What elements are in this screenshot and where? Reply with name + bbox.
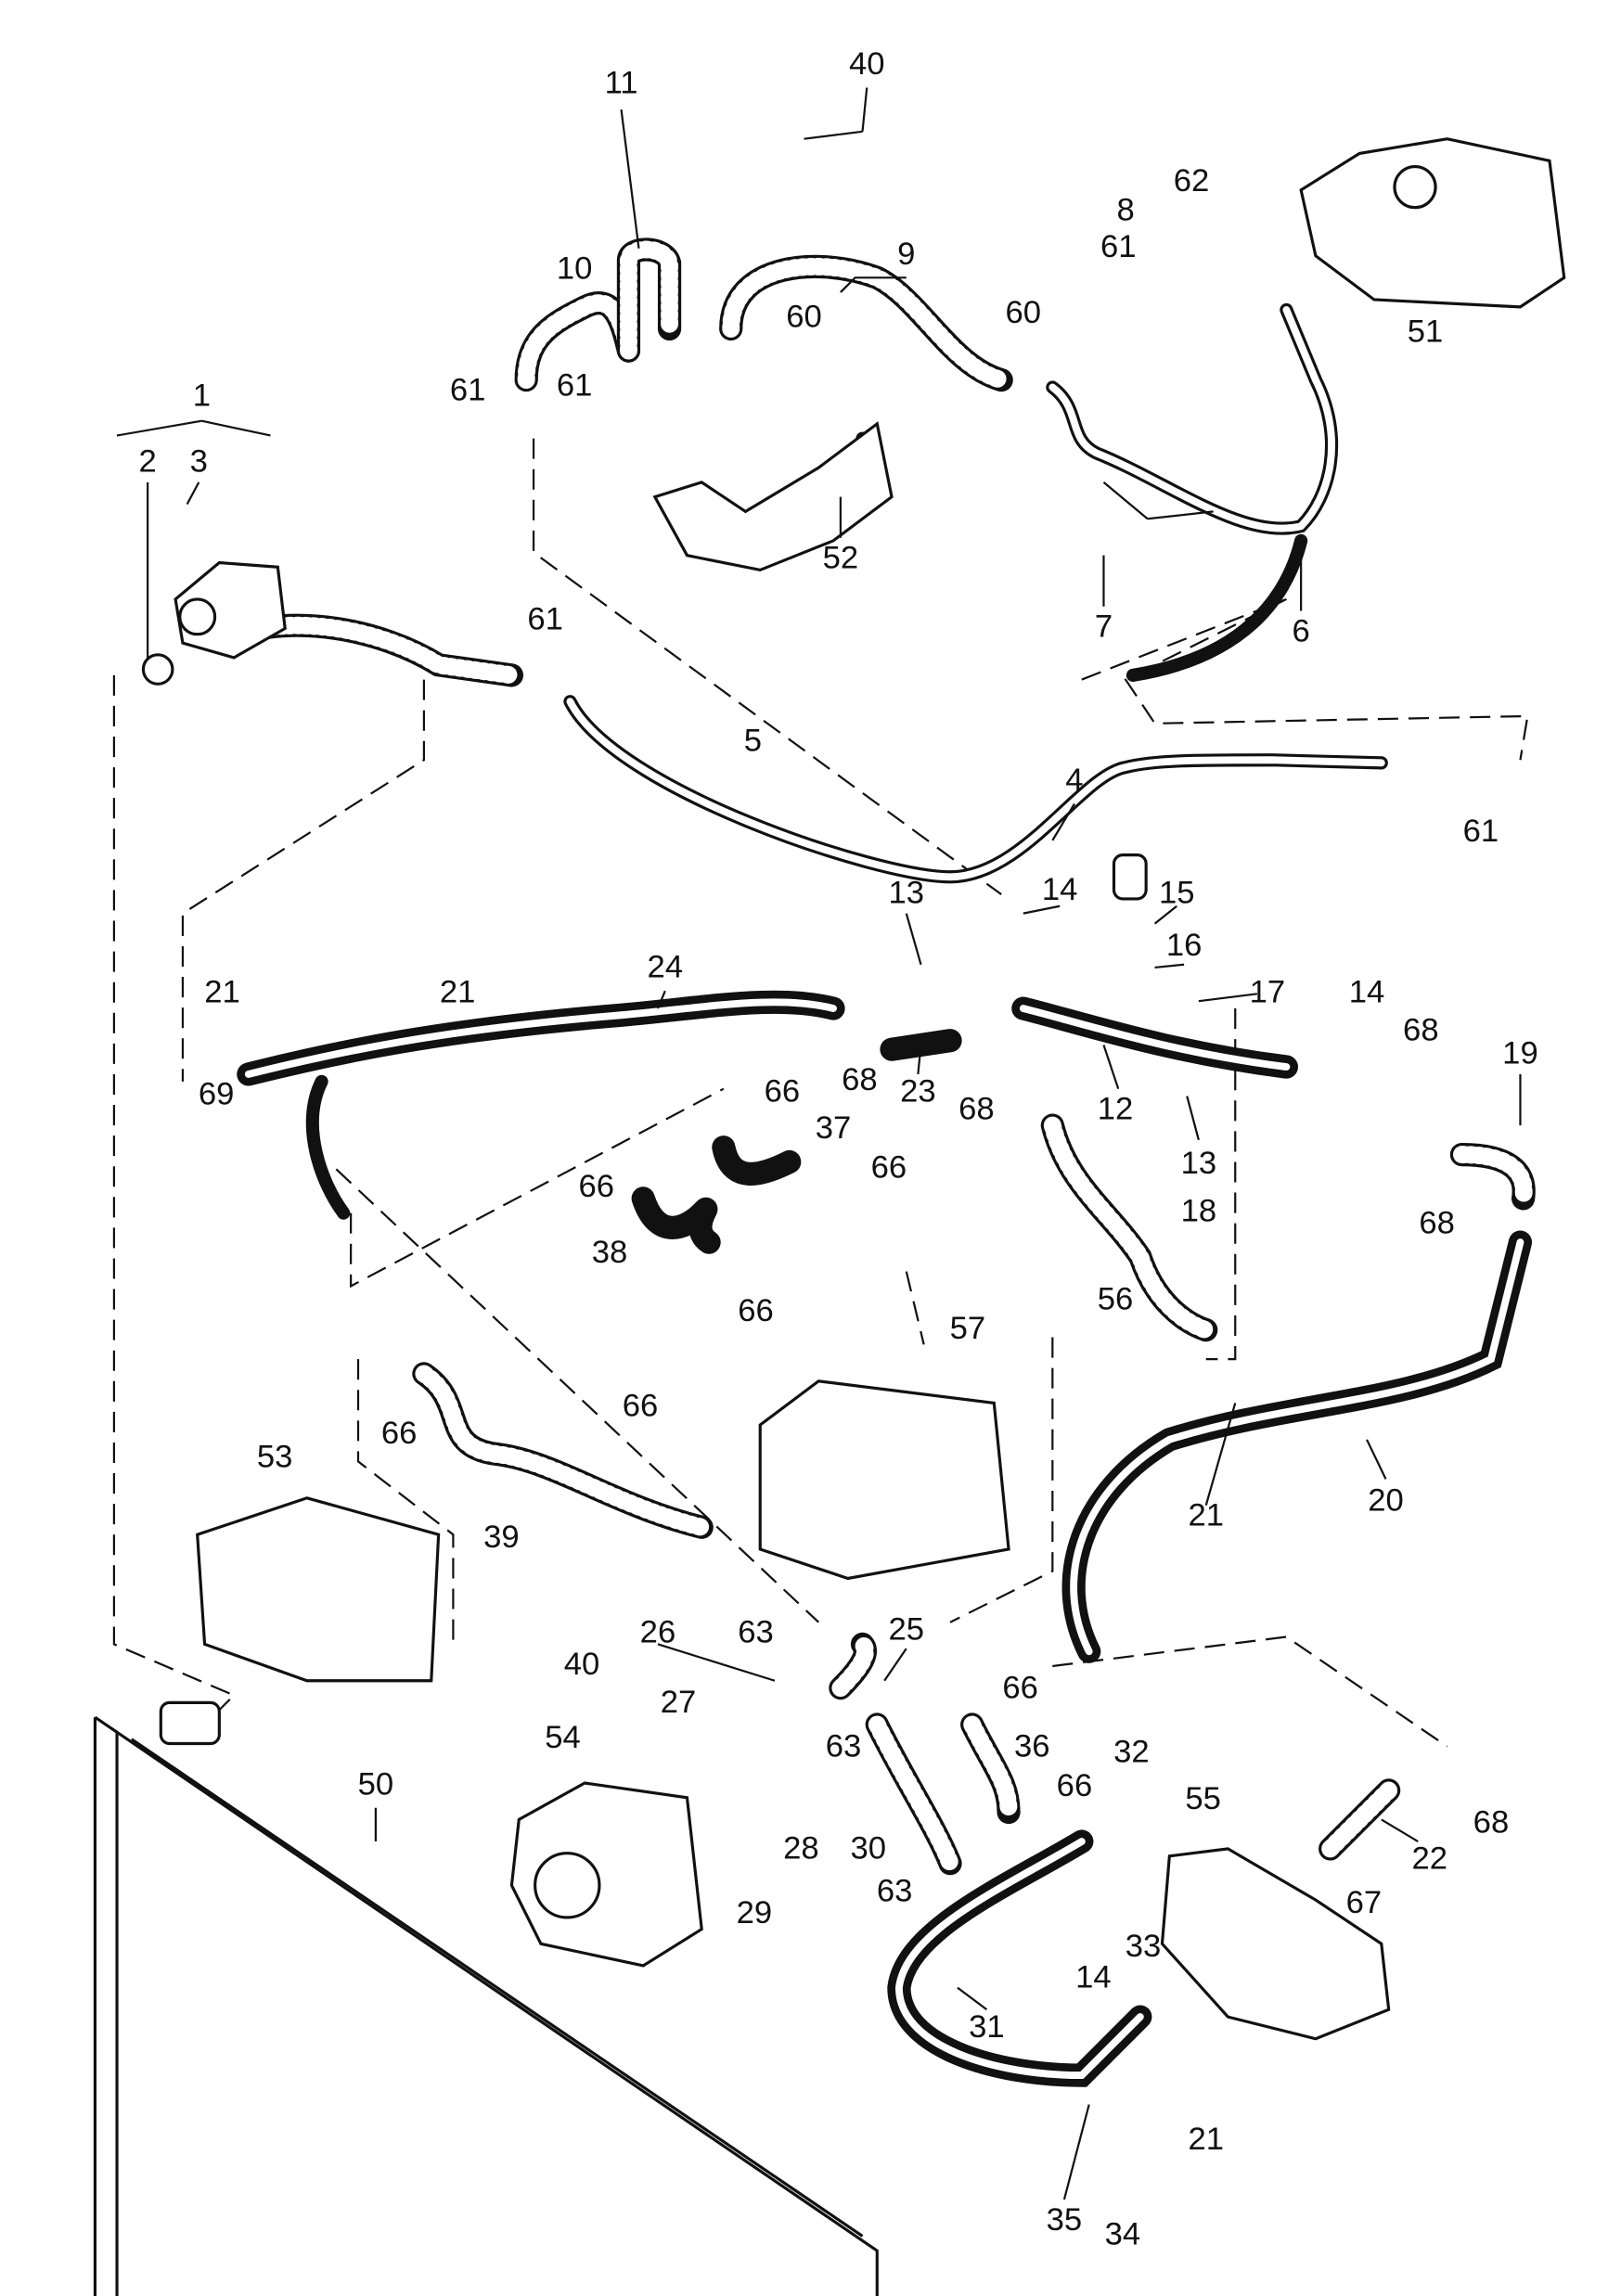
callout-label: 10 [557,251,593,287]
callout-label: 33 [1126,1929,1162,1964]
callout-label: 22 [1412,1841,1448,1877]
callout-label: 21 [440,974,476,1009]
callout-label: 9 [897,237,915,272]
auxiliary-heater [196,1496,441,1683]
callout-label: 68 [958,1091,995,1126]
callout-label: 20 [1368,1483,1404,1519]
callout-label: 66 [765,1074,801,1110]
callout-label: 62 [1174,163,1210,199]
coolant-connector [174,560,287,660]
callout-label: 19 [1502,1036,1538,1071]
callout-label: 6 [1293,613,1310,648]
callout-label: 57 [950,1311,986,1346]
callout-label: 52 [823,541,859,576]
callout-label: 61 [527,602,563,637]
callout-label: 4 [1065,763,1083,798]
callout-label: 14 [1075,1959,1112,1995]
callout-label: 54 [545,1720,581,1755]
callout-label: 36 [1014,1728,1050,1764]
callout-label: 34 [1105,2217,1141,2252]
callout-label: 26 [640,1614,676,1649]
callout-label: 63 [826,1728,862,1764]
callout-label: 15 [1159,875,1195,910]
callout-label: 63 [738,1614,774,1649]
callout-label: 11 [605,66,638,101]
callout-label: 35 [1047,2202,1083,2238]
callout-label: 60 [1006,295,1042,330]
callout-label: 69 [199,1077,235,1112]
callout-label: 16 [1166,928,1203,963]
callout-label: 67 [1346,1885,1383,1920]
callout-label: 38 [592,1235,628,1270]
callout-label: 17 [1250,974,1286,1009]
callout-label: 66 [1002,1670,1038,1705]
callout-label: 21 [1188,2122,1224,2157]
callout-label: 68 [1419,1205,1455,1240]
callout-label: 63 [877,1873,913,1908]
callout-label: 29 [737,1895,773,1930]
callout-label: 61 [557,368,593,404]
callout-label: 14 [1042,872,1078,907]
expansion-tank [1299,137,1566,309]
callout-label: 68 [842,1062,878,1097]
callout-label: 56 [1098,1281,1134,1316]
components [141,137,1566,2041]
callout-label: 2 [138,444,156,480]
temperature-sender [1112,853,1148,901]
leader-lines [116,87,1522,2200]
callout-label: 13 [889,875,925,910]
callout-label: 66 [579,1169,615,1204]
callout-label: 66 [623,1388,659,1423]
callout-label: 12 [1098,1091,1134,1126]
callout-label: 66 [381,1416,418,1451]
radiator [93,1700,879,2296]
oil-cooler [758,1379,1010,1581]
callout-label: 40 [564,1647,600,1682]
callout-label: 18 [1181,1194,1217,1229]
callout-label: 5 [744,723,762,758]
callout-label: 24 [648,950,684,985]
callout-label: 21 [1188,1497,1224,1533]
callout-label: 68 [1473,1804,1510,1840]
callout-label: 61 [1100,229,1137,264]
callout-label: 66 [871,1150,907,1186]
callout-label: 61 [1463,814,1499,849]
callout-label: 60 [786,300,822,335]
callout-label: 66 [1057,1768,1093,1803]
callout-label: 68 [1403,1012,1439,1047]
callout-label: 25 [889,1611,925,1647]
callout-label: 23 [900,1074,936,1110]
callout-label: 66 [738,1293,774,1328]
callout-label: 28 [783,1831,819,1866]
callout-label: 3 [190,444,208,480]
callout-label: 51 [1408,314,1444,349]
callout-label: 27 [661,1685,697,1720]
callout-label: 14 [1349,974,1385,1009]
thermostat-housing [1160,1847,1391,2041]
callout-label: 53 [257,1439,293,1474]
callout-label: 8 [1116,193,1134,228]
callout-label: 31 [969,2009,1005,2045]
callout-label: 37 [816,1110,852,1146]
callout-label: 55 [1185,1781,1221,1816]
rigid-pipes [237,302,1533,2087]
callout-label: 61 [450,372,486,407]
callout-label: 30 [851,1831,887,1866]
callout-label: 40 [849,46,885,82]
coolant-distributor [652,421,894,572]
callout-label: 50 [358,1766,394,1802]
callout-label: 39 [483,1520,520,1555]
callout-label: 32 [1113,1735,1150,1770]
alternator [509,1781,703,1968]
callout-label: 7 [1095,609,1113,645]
callout-label: 13 [1181,1146,1217,1181]
callout-label: 1 [193,378,211,414]
callout-label: 21 [204,974,240,1009]
